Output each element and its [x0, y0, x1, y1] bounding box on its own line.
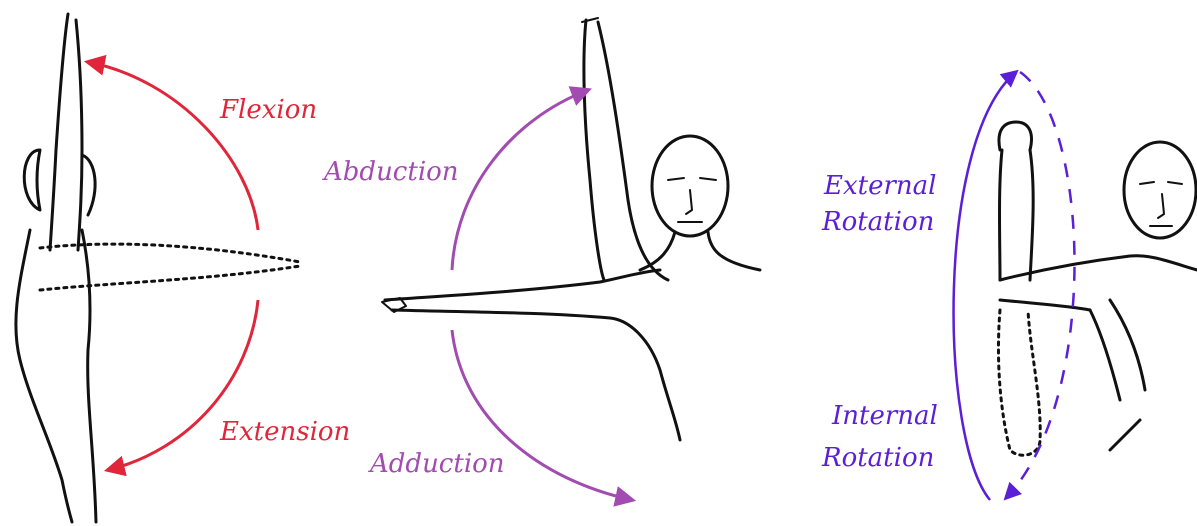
- front-view-figure-sketch: [382, 18, 760, 440]
- rotation-figure-sketch: [998, 122, 1197, 455]
- external-rotation-label-line2: Rotation: [821, 207, 934, 237]
- flexion-label: Flexion: [219, 95, 317, 125]
- internal-rotation-label-line1: Internal: [831, 401, 938, 431]
- internal-rotation-label-line2: Rotation: [821, 443, 934, 473]
- flexion-arc: [88, 62, 258, 230]
- adduction-label: Adduction: [368, 449, 505, 479]
- abduction-arc: [452, 90, 588, 270]
- extension-label: Extension: [219, 417, 350, 447]
- external-rotation-label-line1: External: [823, 171, 936, 201]
- external-rotation-arc: [954, 72, 1016, 500]
- abduction-label: Abduction: [322, 157, 459, 187]
